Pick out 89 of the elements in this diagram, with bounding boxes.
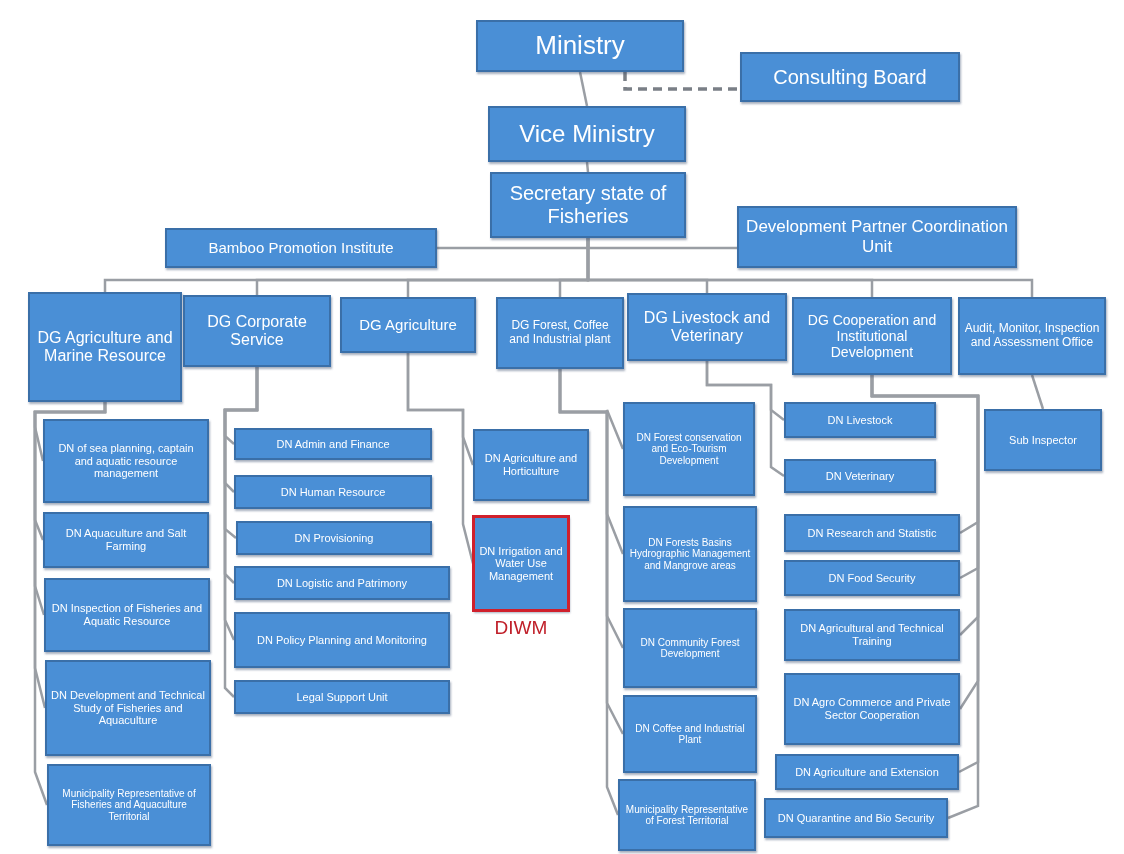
unit-name: DN Logistic and Patrimony <box>276 576 408 590</box>
org-unit-box <box>165 228 437 268</box>
unit-name: DN Livestock <box>827 413 893 427</box>
unit-name: DN Veterinary <box>825 469 895 483</box>
org-unit-box <box>476 20 684 72</box>
org-unit-box <box>488 106 686 162</box>
connector-line <box>223 367 259 698</box>
org-unit-box <box>737 206 1017 268</box>
org-unit-box <box>28 292 182 402</box>
connector-line <box>33 402 107 806</box>
unit-name: DN Aquaculture and Salt Farming <box>64 527 188 553</box>
org-unit-box <box>984 409 1102 471</box>
unit-name: Sub Inspector <box>1009 433 1077 447</box>
unit-abbreviation: DIWM <box>493 617 549 639</box>
unit-name: Municipality Representative of Fisheries and Aquaculture Territorial <box>61 787 197 823</box>
org-unit-box <box>45 660 211 756</box>
connector-line <box>406 353 475 564</box>
connector-line <box>1030 374 1045 410</box>
unit-name: Municipality Representative of Forest Territorial <box>624 803 750 827</box>
org-unit-box <box>623 608 757 688</box>
org-unit-box <box>43 419 209 503</box>
org-unit-box <box>623 402 755 496</box>
unit-name: Legal Support Unit <box>296 690 388 704</box>
org-unit-box <box>234 612 450 668</box>
org-unit-box <box>44 578 210 652</box>
unit-name: DN Forests Basins Hydrographic Management and Mangrove areas <box>629 536 751 572</box>
org-unit-box <box>236 521 432 555</box>
org-unit-box <box>784 402 936 438</box>
org-unit-box <box>784 514 960 552</box>
org-unit-box <box>618 779 756 851</box>
org-unit-box <box>784 673 960 745</box>
unit-name: DN Policy Planning and Monitoring <box>257 633 427 647</box>
unit-name: DG Forest, Coffee and Industrial plant <box>508 319 612 347</box>
unit-name: DN Agriculture and Extension <box>795 765 939 779</box>
unit-name: Bamboo Promotion Institute <box>208 239 394 257</box>
org-unit-box <box>340 297 476 353</box>
org-unit-box <box>784 459 936 493</box>
unit-name: DN Human Resource <box>280 485 386 499</box>
org-unit-box <box>234 475 432 509</box>
unit-name: Development Partner Coordination Unit <box>745 217 1009 257</box>
org-unit-box <box>234 680 450 714</box>
unit-name: DN Admin and Finance <box>276 437 390 451</box>
org-unit-box <box>775 754 959 790</box>
org-unit-box <box>43 512 209 568</box>
org-unit-box <box>183 295 331 367</box>
org-unit-box <box>490 172 686 238</box>
unit-name: DN Coffee and Industrial Plant <box>634 722 746 746</box>
unit-name: Secretary state of Fisheries <box>508 182 668 228</box>
unit-name: DN Agricultural and Technical Training <box>799 622 945 648</box>
org-unit-box <box>764 798 948 838</box>
dashed-connector <box>623 72 740 91</box>
org-unit-box <box>234 566 450 600</box>
unit-name: DN Agro Commerce and Private Sector Cooperation <box>792 696 952 722</box>
org-unit-box <box>234 428 432 460</box>
unit-name: DN Irrigation and Water Use Management <box>479 544 563 583</box>
connector-line <box>578 71 589 107</box>
unit-name: Ministry <box>535 31 625 61</box>
unit-name: DG Cooperation and Institutional Development <box>806 311 938 361</box>
org-unit-box <box>784 609 960 661</box>
unit-name: DN Inspection of Fisheries and Aquatic Resource <box>50 602 204 628</box>
unit-name: DN Community Forest Development <box>639 636 741 660</box>
connector-line <box>705 361 785 478</box>
unit-name: DN Development and Technical Study of Fisheries and Aquaculture <box>51 689 205 727</box>
unit-name: DN Agriculture and Horticulture <box>483 452 579 478</box>
unit-name: DN Forest conservation and Eco-Tourism Development <box>635 431 743 467</box>
org-unit-box <box>792 297 952 375</box>
unit-name: DN Quarantine and Bio Security <box>777 811 935 825</box>
unit-name: DN Provisioning <box>294 531 374 545</box>
org-unit-box <box>623 506 757 602</box>
org-unit-box <box>496 297 624 369</box>
unit-name: DG Agriculture and Marine Resource <box>36 328 174 366</box>
org-unit-box <box>623 695 757 773</box>
unit-name: DN of sea planning, captain and aquatic resource management <box>57 442 195 480</box>
unit-name: Consulting Board <box>773 65 927 89</box>
unit-name: DG Agriculture <box>359 316 457 334</box>
org-unit-box <box>740 52 960 102</box>
org-unit-box <box>47 764 211 846</box>
unit-name: Audit, Monitor, Inspection and Assessment Office <box>964 322 1100 350</box>
unit-name: DG Livestock and Veterinary <box>642 308 772 346</box>
org-unit-box <box>784 560 960 596</box>
unit-name: DN Food Security <box>828 571 916 585</box>
connector-line <box>585 161 590 173</box>
unit-name: DG Corporate Service <box>206 312 308 350</box>
org-unit-box <box>473 429 589 501</box>
org-unit-box <box>958 297 1106 375</box>
unit-name: Vice Ministry <box>519 120 655 148</box>
org-unit-box <box>627 293 787 361</box>
connector-line <box>558 369 620 816</box>
unit-name: DN Research and Statistic <box>807 526 937 540</box>
